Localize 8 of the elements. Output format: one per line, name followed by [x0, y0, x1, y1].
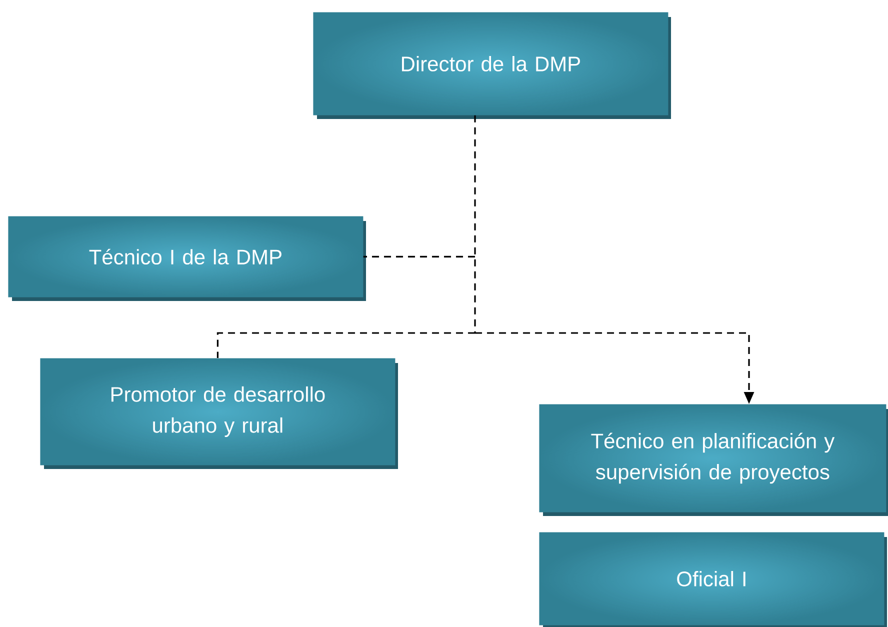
connector — [474, 115, 476, 333]
org-box: Promotor de desarrollo urbano y rural — [40, 358, 398, 469]
org-box: Técnico en planificación y supervisión de proyectos — [539, 404, 888, 516]
org-box: Director de la DMP — [313, 12, 671, 119]
org-box: Técnico I de la DMP — [8, 216, 366, 301]
connector — [363, 256, 475, 258]
connector — [216, 332, 475, 358]
org-box: Oficial I — [539, 532, 888, 627]
